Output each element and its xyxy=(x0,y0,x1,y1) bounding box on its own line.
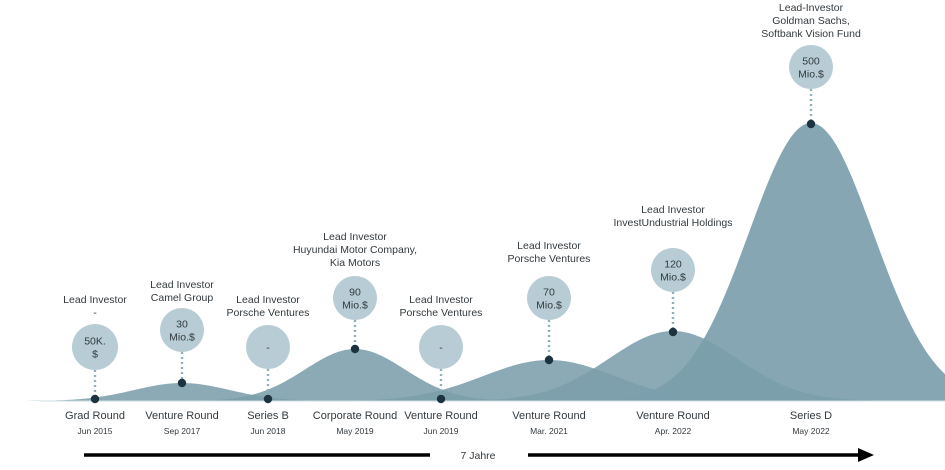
amount-label: Mio.$ xyxy=(169,332,195,344)
amount-bubble xyxy=(246,325,290,369)
amount-label: Mio.$ xyxy=(536,300,562,312)
lead-investor-name: Porsche Ventures xyxy=(227,307,310,319)
round-date: Jun 2015 xyxy=(78,426,113,436)
round-name: Venture Round xyxy=(404,410,477,422)
amount-label: 500 xyxy=(802,56,820,68)
round-marker-dot xyxy=(350,344,360,354)
lead-investor-name: InvestUndustrial Holdings xyxy=(613,217,732,229)
lead-investor-heading: Lead Investor xyxy=(517,240,581,252)
lead-investor-name: Huyundai Motor Company, xyxy=(293,244,417,256)
lead-investor-name: Softbank Vision Fund xyxy=(761,28,861,40)
round-name: Corporate Round xyxy=(313,410,397,422)
round-date: May 2022 xyxy=(792,426,830,436)
lead-investor-heading: Lead-Investor xyxy=(779,2,844,14)
lead-investor-name: Goldman Sachs, xyxy=(772,15,850,27)
lead-investor-name: Camel Group xyxy=(151,292,214,304)
round-marker-dot xyxy=(90,394,100,404)
round-date: Apr. 2022 xyxy=(655,426,692,436)
amount-label: Mio.$ xyxy=(342,300,368,312)
round-marker-dot xyxy=(263,394,273,404)
round-marker-dot xyxy=(177,378,187,388)
round-name: Venture Round xyxy=(512,410,585,422)
lead-investor-name: Porsche Ventures xyxy=(400,307,483,319)
lead-investor-heading: Lead Investor xyxy=(150,279,214,291)
amount-bubble xyxy=(160,308,204,352)
amount-bubble xyxy=(651,248,695,292)
funding-wave xyxy=(195,349,515,401)
amount-label: $ xyxy=(92,349,98,361)
lead-investor-heading: Lead Investor xyxy=(409,294,473,306)
round-date: Jun 2018 xyxy=(251,426,286,436)
round-name: Venture Round xyxy=(145,410,218,422)
amount-label: Mio.$ xyxy=(798,69,824,81)
round-name: Venture Round xyxy=(636,410,709,422)
round-name: Series B xyxy=(247,410,289,422)
timeline-duration-label: 7 Jahre xyxy=(460,450,495,462)
funding-waves xyxy=(28,123,945,401)
round-date: Sep 2017 xyxy=(164,426,201,436)
amount-label: 120 xyxy=(664,259,682,271)
lead-investor-heading: Lead Investor xyxy=(63,294,127,306)
round-name: Series D xyxy=(790,410,832,422)
amount-label: 50K. xyxy=(84,336,106,348)
lead-investor-heading: Lead Investor xyxy=(641,204,705,216)
round-marker-dot xyxy=(668,327,678,337)
amount-bubble xyxy=(333,276,377,320)
timeline-arrow: 7 Jahre xyxy=(84,448,874,462)
amount-label: 90 xyxy=(349,287,361,299)
round-date: Mar. 2021 xyxy=(530,426,568,436)
amount-bubble xyxy=(419,325,463,369)
lead-investor-name: - xyxy=(93,307,97,319)
round-marker-dot xyxy=(806,119,816,129)
amount-bubble xyxy=(789,45,833,89)
round-name: Grad Round xyxy=(65,410,125,422)
amount-label: 30 xyxy=(176,319,188,331)
round-marker-dot xyxy=(436,394,446,404)
lead-investor-name: Porsche Ventures xyxy=(508,253,591,265)
amount-bubble xyxy=(527,276,571,320)
lead-investor-name: Kia Motors xyxy=(330,257,380,269)
amount-label: Mio.$ xyxy=(660,272,686,284)
lead-investor-heading: Lead Investor xyxy=(236,294,300,306)
round-marker-dot xyxy=(544,355,554,365)
amount-label: - xyxy=(439,342,443,354)
round-date: May 2019 xyxy=(336,426,374,436)
round-date: Jun 2019 xyxy=(424,426,459,436)
amount-label: 70 xyxy=(543,287,555,299)
amount-label: - xyxy=(266,342,270,354)
lead-investor-heading: Lead Investor xyxy=(323,231,387,243)
arrow-head-icon xyxy=(858,448,874,462)
amount-bubble xyxy=(72,324,118,370)
funding-wave xyxy=(612,123,945,401)
